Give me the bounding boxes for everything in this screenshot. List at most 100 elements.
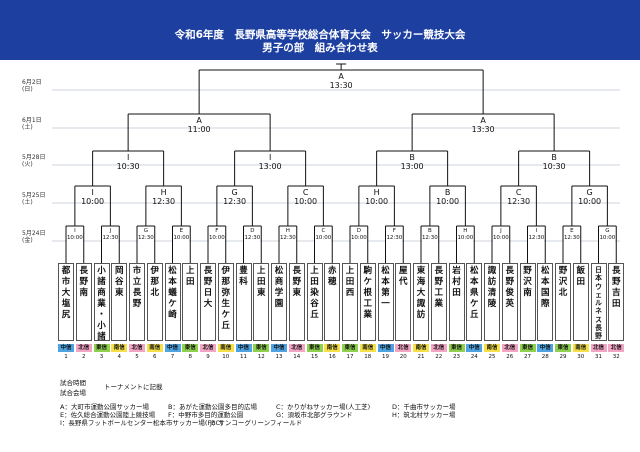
team-name-char: 訪: [416, 310, 426, 320]
team-name-char: 本: [469, 277, 479, 287]
match-venue: H: [285, 228, 290, 234]
team-cell: 長野工業: [430, 263, 447, 341]
team-name-char: 代: [398, 277, 408, 287]
region-badge: 東信: [555, 344, 571, 352]
match-time: 10:00: [173, 235, 190, 241]
team-cell: 屋代: [395, 263, 412, 341]
team-name-char: 立: [132, 277, 142, 287]
team-name-char: 田: [345, 277, 355, 287]
team-name-char: 丘: [310, 310, 319, 320]
team-name-char: 田: [310, 277, 319, 287]
match-time: 10:00: [208, 235, 225, 241]
team-number: 16: [328, 354, 336, 360]
match-time: 10:00: [81, 197, 105, 206]
team-number: 12: [257, 354, 265, 360]
venue-entry: J：サンコーグリーンフィールド: [210, 419, 303, 427]
match-time: 12:30: [279, 235, 296, 241]
team-name-char: 諸: [97, 332, 106, 341]
team-cell: 伊那北: [146, 263, 163, 341]
team-cell: 諏訪清陵: [484, 263, 500, 341]
team-name-char: 商: [274, 277, 284, 287]
team-name-char: 本: [168, 277, 177, 287]
team-name-char: 穂: [327, 277, 337, 287]
team-name-char: 松: [274, 266, 284, 276]
team-cell: 伊那弥生ケ丘: [217, 263, 234, 341]
team-cell: 岩村田: [448, 263, 465, 341]
region-badge: 北信: [501, 344, 518, 352]
team-name-char: 都: [61, 266, 71, 276]
team-number: 28: [541, 354, 549, 360]
team-name-char: 野: [132, 299, 142, 309]
team-name-char: 岡: [114, 266, 124, 276]
date-main: 6月2日: [22, 79, 42, 86]
team-name-char: 田: [256, 277, 266, 287]
team-name-char: 北: [150, 288, 159, 298]
venue-entry: G：須坂市北部グラウンド: [276, 411, 353, 419]
team-name-char: 長: [611, 266, 621, 276]
region-badge: 南信: [413, 344, 429, 352]
team-cell: 岡谷東: [111, 263, 128, 341]
team-cell: 上田東: [253, 263, 270, 341]
match-venue: J: [500, 228, 502, 234]
team-name-char: 科: [239, 277, 248, 287]
match-venue: H: [373, 188, 380, 197]
team-name-char: 国: [540, 288, 550, 298]
team-name-char: 長: [292, 266, 301, 276]
region-badge: 北信: [608, 344, 625, 352]
match-time: 10:00: [436, 197, 460, 206]
venue-entry: B：あがた運動公園多目的広場: [168, 403, 257, 411]
team-name-char: 松: [469, 266, 479, 276]
team-name-char: 那: [150, 277, 159, 287]
date-day: (日): [22, 86, 33, 93]
match-venue: A: [338, 72, 344, 81]
team-name-char: 第: [381, 288, 390, 298]
region-badge: 南信: [146, 344, 163, 352]
region-badge: 中信: [271, 344, 287, 352]
team-name-char: 学: [274, 288, 284, 298]
team-name-char: 上: [185, 266, 195, 276]
region-badge: 南信: [111, 344, 128, 352]
team-number: 15: [311, 354, 318, 360]
match-time: 12:30: [563, 235, 580, 241]
match-time: 13:30: [471, 125, 495, 134]
team-name-char: 赤: [327, 266, 337, 276]
team-name-char: 西: [345, 288, 355, 298]
team-number: 7: [170, 354, 175, 360]
date-label: 6月1日(土): [22, 117, 42, 131]
team-name-char: 生: [221, 299, 230, 309]
region-badge: 東信: [182, 344, 199, 352]
team-name-char: 清: [487, 288, 497, 298]
team-cell: 長野吉田: [608, 263, 625, 341]
region-badge: 東信: [519, 344, 536, 352]
venue-entry: H：筑北村サッカー場: [392, 411, 456, 419]
team-name-char: 本: [540, 277, 550, 287]
match-venue: D: [356, 228, 361, 234]
match-time: 10:00: [578, 197, 602, 206]
match-venue: G: [231, 188, 238, 197]
team-number: 23: [453, 354, 460, 360]
team-cell: 小諸商業・小諸: [93, 263, 110, 341]
match-venue: F: [215, 228, 219, 234]
team-cell: 駒ケ根工業: [359, 263, 376, 341]
venue-entry: A：大町市運動公園サッカー場: [60, 403, 149, 411]
team-cell: 市立長野: [129, 263, 145, 341]
team-number: 8: [188, 354, 193, 360]
team-name-char: 英: [505, 299, 514, 309]
match-venue: I: [91, 188, 94, 197]
date-main: 5月24日: [22, 230, 46, 237]
match-venue: D: [250, 228, 255, 234]
region-badge: 中信: [537, 344, 554, 352]
match-time: 10:30: [116, 162, 140, 171]
team-name-char: 東: [256, 288, 266, 298]
team-cell: 飯田: [572, 263, 589, 341]
match-time: 12:30: [507, 197, 531, 206]
team-cell: 長野俊英: [501, 263, 518, 341]
